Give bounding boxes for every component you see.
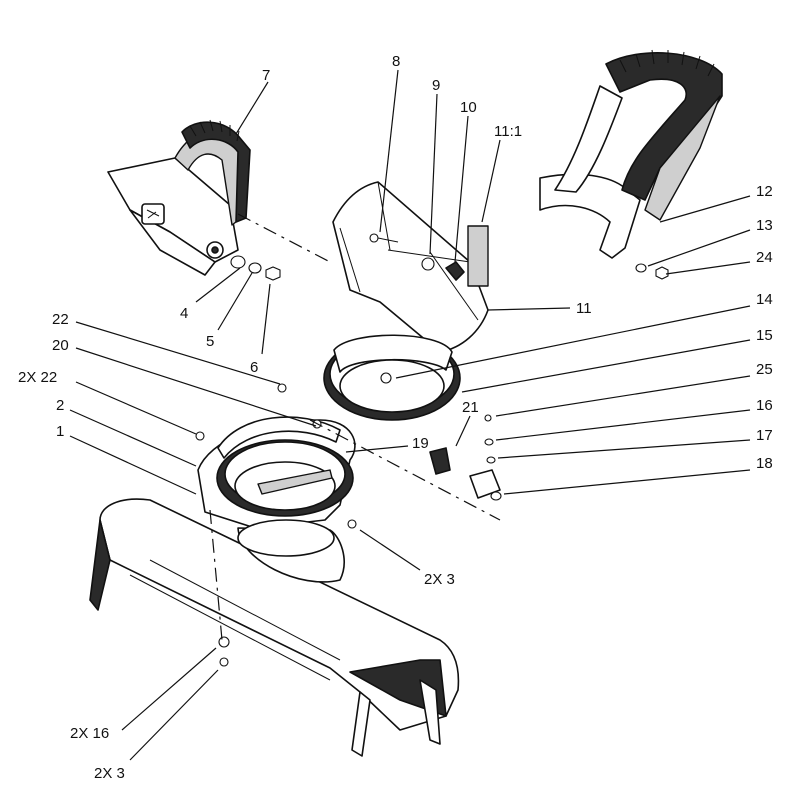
callout-8: 8	[392, 53, 400, 70]
callout-20: 20	[52, 337, 69, 354]
part-6-nut	[265, 266, 281, 281]
part-5-washer	[248, 262, 262, 274]
part-9-washer	[421, 257, 435, 271]
callout-5: 5	[206, 333, 214, 350]
part-18-nut	[490, 491, 502, 501]
hardware-small	[195, 383, 502, 667]
callout-25: 25	[756, 361, 773, 378]
part-11-upper-chute	[332, 181, 489, 353]
part-10-knob	[445, 261, 465, 281]
part-20-clamp-strip	[257, 469, 333, 495]
part-22-screw	[277, 383, 287, 393]
callout-21: 21	[462, 399, 479, 416]
part-16-washer	[218, 636, 230, 648]
callout-11-1: 11:1	[494, 123, 522, 140]
callout-7: 7	[262, 67, 270, 84]
part-3-nut-b	[219, 657, 229, 667]
callout-2x3-b: 2X 3	[94, 765, 125, 782]
callout-24: 24	[756, 249, 773, 266]
part-12-chute-extension	[539, 49, 723, 280]
part-19-spring	[429, 447, 451, 475]
part-25-bolt	[484, 414, 492, 422]
callout-18: 18	[756, 455, 773, 472]
callout-2x16: 2X 16	[70, 725, 109, 742]
callout-14: 14	[756, 291, 773, 308]
callout-2: 2	[56, 397, 64, 414]
callout-2x3-a: 2X 3	[424, 571, 455, 588]
callout-9: 9	[432, 77, 440, 94]
callout-15: 15	[756, 327, 773, 344]
alignment-lines	[209, 213, 501, 641]
callout-19: 19	[412, 435, 429, 452]
callout-10: 10	[460, 99, 477, 116]
part-16-washer-b	[484, 438, 494, 446]
part-7-deflector-with-handle	[107, 119, 251, 276]
callout-16: 16	[756, 397, 773, 414]
part-15-chute-ring	[323, 334, 461, 421]
part-13-washer	[635, 263, 647, 273]
part-4-washer	[230, 255, 246, 269]
callout-12: 12	[756, 183, 773, 200]
callout-22: 22	[52, 311, 69, 328]
part-14-bolt	[380, 372, 392, 384]
part-24-nut	[655, 266, 669, 280]
part-1-auger-housing	[89, 498, 460, 757]
callout-1: 1	[56, 423, 64, 440]
callout-6: 6	[250, 359, 258, 376]
part-2-mount-plate	[197, 416, 356, 529]
callout-13: 13	[756, 217, 773, 234]
part-3-nut	[347, 519, 357, 529]
part-22-screw-b	[195, 431, 205, 441]
hardware-4-5-6	[230, 255, 281, 281]
leader-lines	[69, 69, 751, 761]
part-17-washer	[486, 456, 496, 464]
part-21-bracket	[469, 469, 501, 499]
callout-2x22: 2X 22	[18, 369, 57, 386]
callout-11: 11	[576, 300, 592, 317]
part-8-bolt	[369, 233, 379, 243]
callout-labels: 7 8 9 10 11:1 11 4 5 6 12 13 24 14 15 25…	[18, 53, 773, 782]
part-11-1-decal	[467, 225, 489, 287]
callout-4: 4	[180, 305, 188, 322]
callout-17: 17	[756, 427, 773, 444]
